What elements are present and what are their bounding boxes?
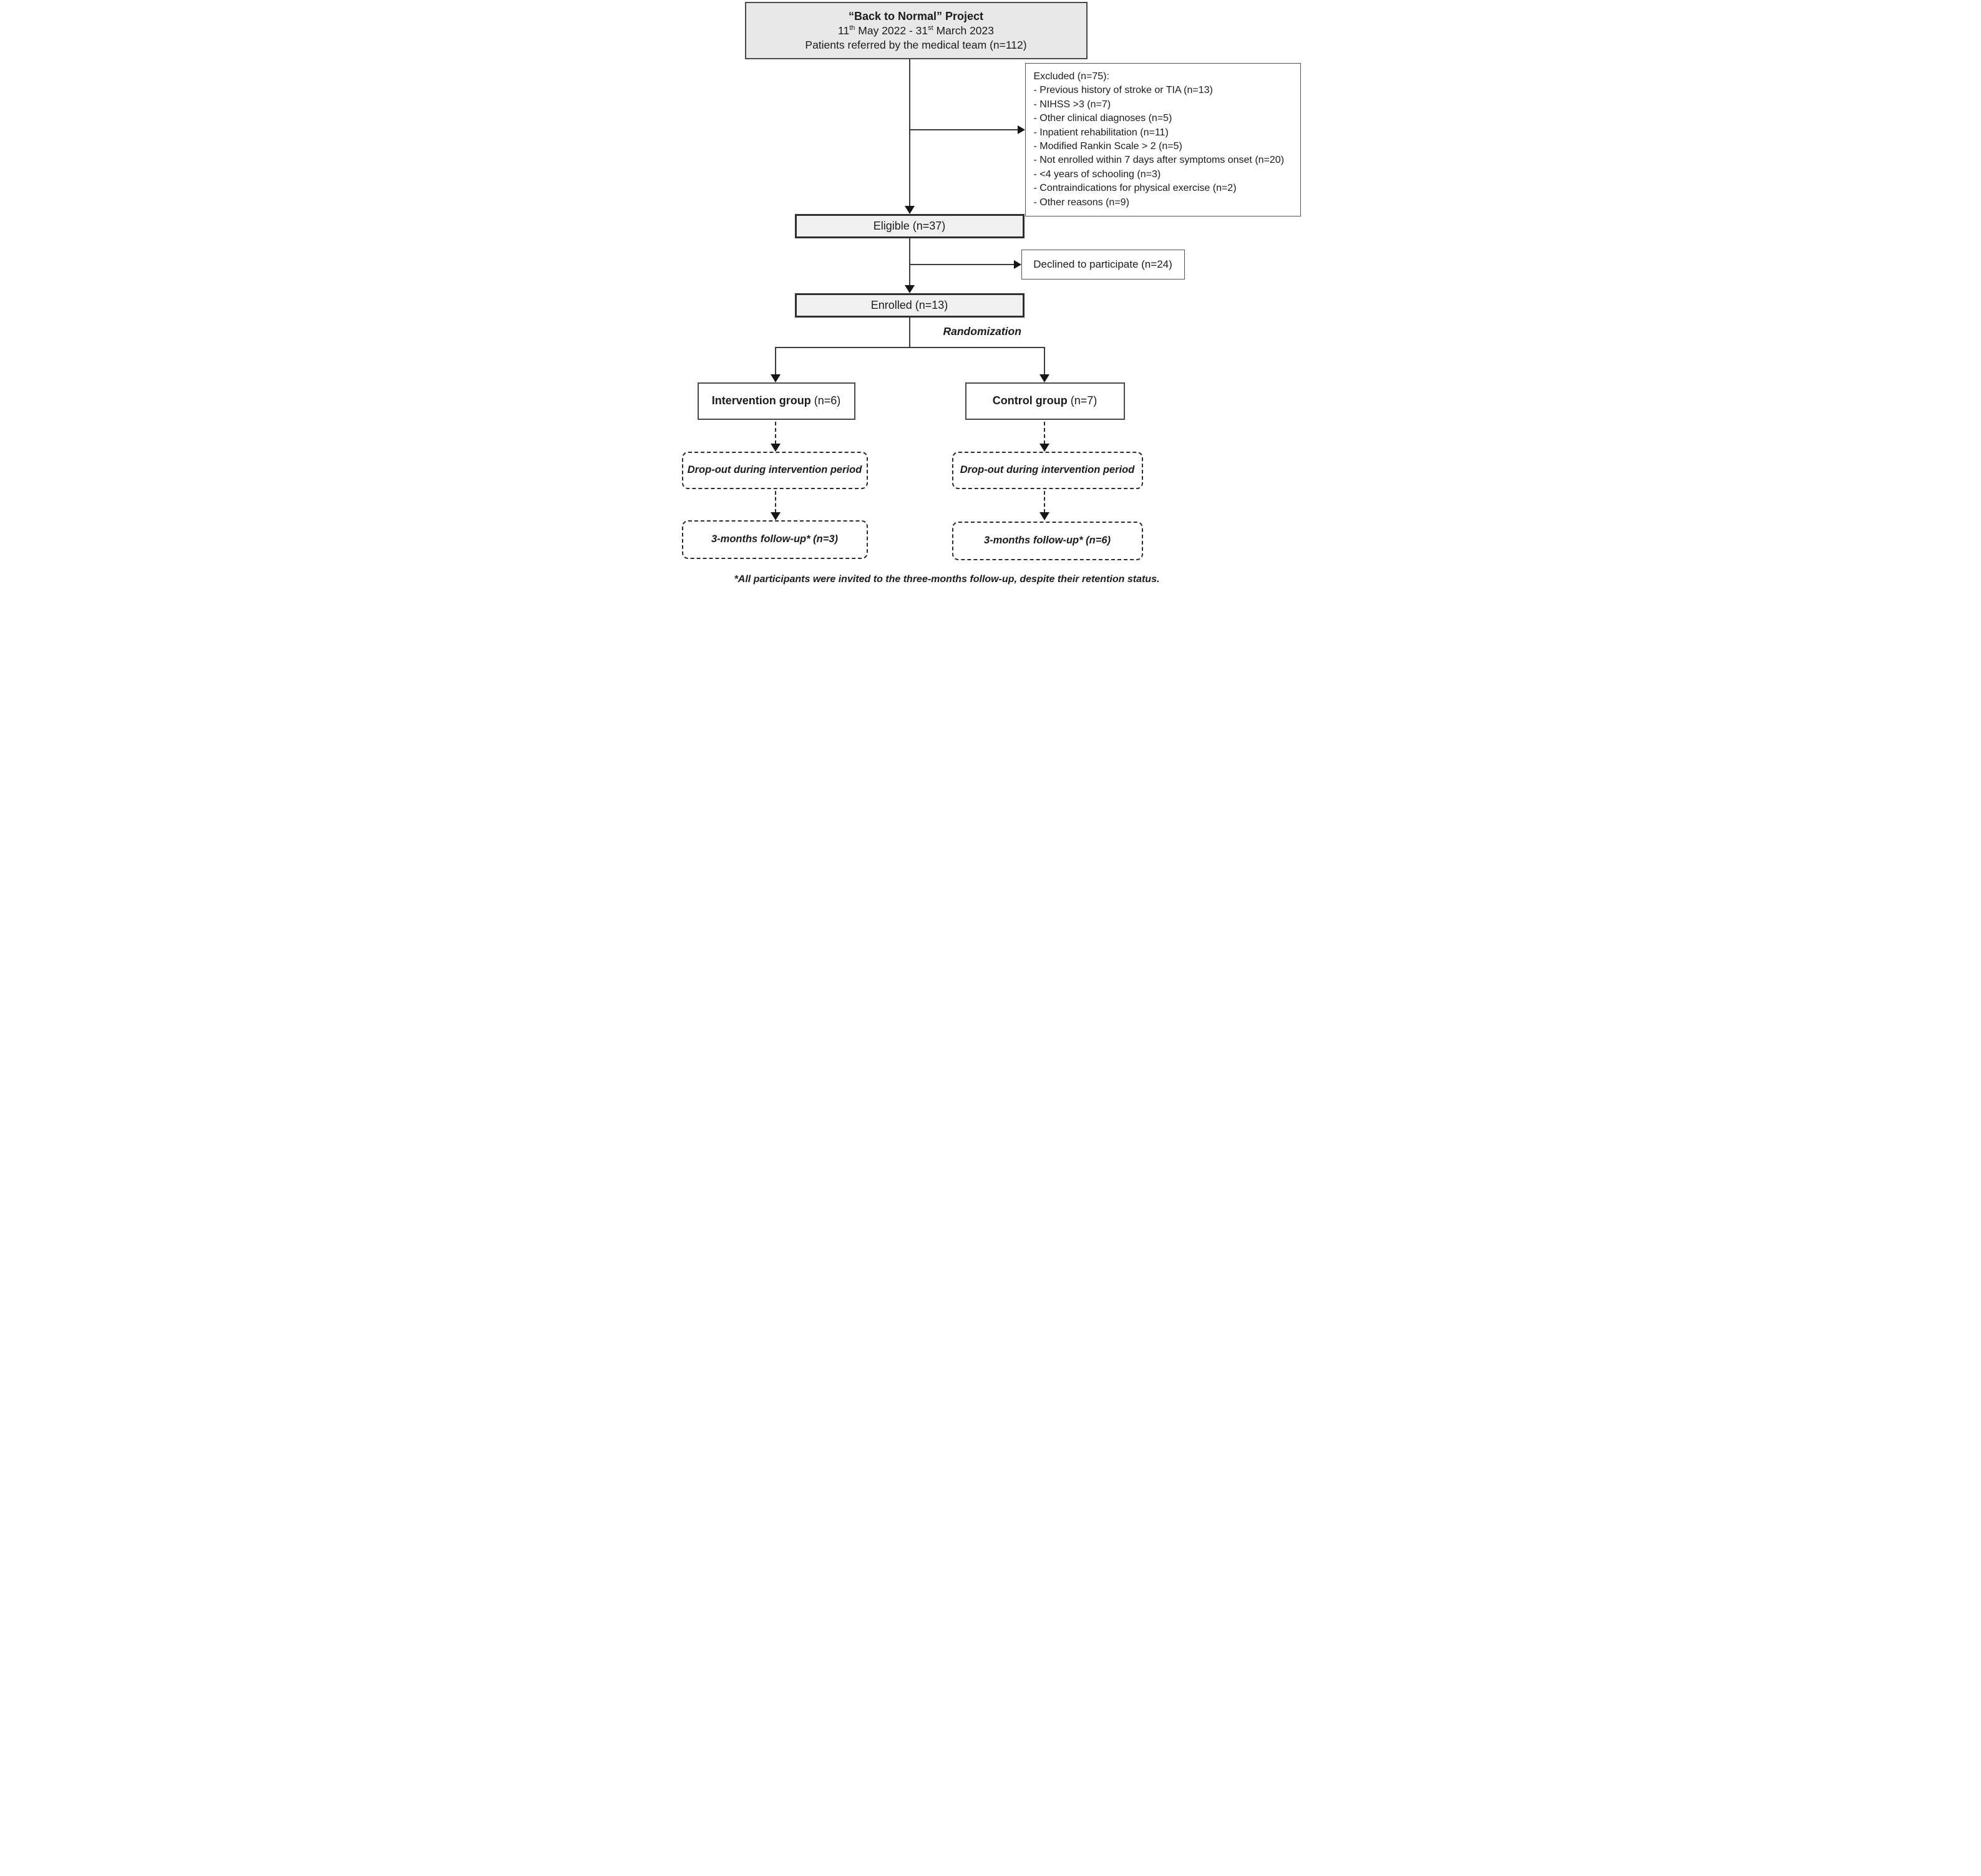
project-dates: 11th May 2022 - 31st March 2023 bbox=[838, 24, 994, 37]
arrowhead-into-followup-right bbox=[1039, 512, 1049, 520]
dashed-connector-control-to-dropout bbox=[1043, 422, 1045, 444]
excluded-item: - Not enrolled within 7 days after sympt… bbox=[1033, 155, 1285, 166]
arrowhead-into-intervention bbox=[770, 374, 781, 382]
followup-control-label: 3-months follow-up* (n=6) bbox=[983, 535, 1111, 547]
arrowhead-into-followup-left bbox=[770, 512, 781, 520]
arrowhead-into-declined bbox=[1013, 260, 1021, 269]
declined-box: Declined to participate (n=24) bbox=[1021, 250, 1185, 279]
excluded-item: - <4 years of schooling (n=3) bbox=[1033, 168, 1161, 180]
excluded-item: - Previous history of stroke or TIA (n=1… bbox=[1033, 85, 1213, 96]
excluded-item: - Other reasons (n=9) bbox=[1033, 197, 1129, 208]
connector-split-horizontal bbox=[775, 347, 1045, 348]
excluded-item: - NIHSS >3 (n=7) bbox=[1033, 99, 1111, 110]
arrowhead-into-enrolled bbox=[904, 285, 915, 293]
referral-subtitle: Patients referred by the medical team (n… bbox=[805, 38, 1027, 51]
dropout-control-label: Drop-out during intervention period bbox=[960, 464, 1135, 476]
arrowhead-into-eligible bbox=[904, 206, 915, 214]
excluded-item: - Modified Rankin Scale > 2 (n=5) bbox=[1033, 141, 1182, 152]
dashed-connector-dropout-to-followup-right bbox=[1043, 491, 1045, 513]
excluded-heading: Excluded (n=75): bbox=[1033, 71, 1109, 82]
followup-intervention-box: 3-months follow-up* (n=3) bbox=[681, 520, 868, 559]
enrolled-label: Enrolled (n=13) bbox=[870, 298, 948, 311]
followup-control-box: 3-months follow-up* (n=6) bbox=[952, 522, 1143, 560]
arrowhead-into-control bbox=[1039, 374, 1049, 382]
referral-box: “Back to Normal” Project 11th May 2022 -… bbox=[744, 2, 1088, 59]
dashed-connector-dropout-to-followup-left bbox=[774, 491, 776, 513]
control-group-label: Control group (n=7) bbox=[992, 394, 1098, 407]
excluded-item: - Other clinical diagnoses (n=5) bbox=[1033, 113, 1172, 124]
excluded-box: Excluded (n=75): - Previous history of s… bbox=[1025, 63, 1301, 216]
eligible-box: Eligible (n=37) bbox=[794, 214, 1025, 238]
connector-split-to-control bbox=[1043, 347, 1045, 375]
arrowhead-into-excluded bbox=[1017, 125, 1025, 134]
declined-label: Declined to participate (n=24) bbox=[1033, 258, 1172, 270]
eligible-label: Eligible (n=37) bbox=[873, 219, 946, 232]
connector-to-excluded bbox=[908, 129, 1019, 130]
intervention-group-box: Intervention group (n=6) bbox=[697, 382, 855, 420]
followup-intervention-label: 3-months follow-up* (n=3) bbox=[711, 533, 839, 545]
dropout-control-box: Drop-out during intervention period bbox=[952, 452, 1143, 489]
control-group-box: Control group (n=7) bbox=[965, 382, 1125, 420]
connector-enrolled-to-split bbox=[908, 318, 910, 348]
connector-eligible-to-enrolled bbox=[908, 238, 910, 286]
footnote: *All participants were invited to the th… bbox=[734, 574, 1160, 585]
dropout-intervention-box: Drop-out during intervention period bbox=[681, 452, 868, 489]
excluded-item: - Contraindications for physical exercis… bbox=[1033, 183, 1237, 194]
project-title: “Back to Normal” Project bbox=[848, 9, 984, 22]
intervention-group-label: Intervention group (n=6) bbox=[711, 394, 841, 407]
arrowhead-into-dropout-left bbox=[770, 444, 781, 452]
enrolled-box: Enrolled (n=13) bbox=[794, 293, 1025, 318]
dropout-intervention-label: Drop-out during intervention period bbox=[687, 464, 862, 476]
excluded-item: - Inpatient rehabilitation (n=11) bbox=[1033, 127, 1169, 138]
randomization-label: Randomization bbox=[943, 325, 1021, 338]
arrowhead-into-dropout-right bbox=[1039, 444, 1049, 452]
dashed-connector-intervention-to-dropout bbox=[774, 422, 776, 444]
connector-top-to-eligible bbox=[908, 59, 910, 207]
connector-to-declined bbox=[908, 264, 1015, 265]
consort-flow-diagram: “Back to Normal” Project 11th May 2022 -… bbox=[678, 0, 1303, 593]
connector-split-to-intervention bbox=[774, 347, 776, 375]
